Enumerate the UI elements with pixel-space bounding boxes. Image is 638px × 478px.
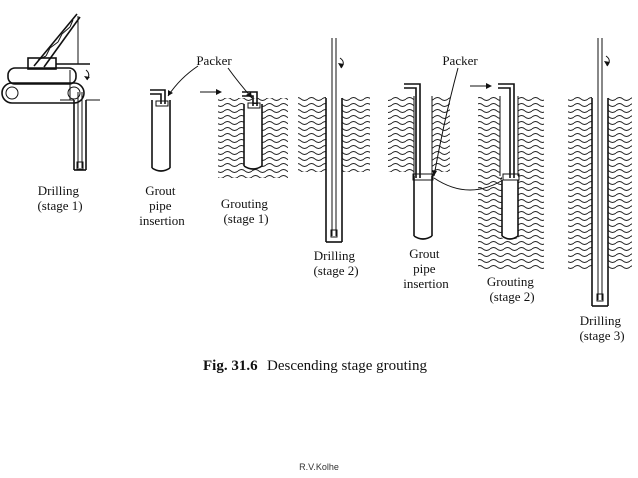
stage-label-drilling-2: Drilling (stage 2)	[313, 248, 358, 278]
stage-label-grouting-2: Grouting (stage 2)	[487, 274, 537, 304]
figure-number: Fig. 31.6	[203, 358, 258, 374]
grout-pipe-insertion-1	[150, 89, 171, 172]
borehole-stage-1	[60, 92, 100, 171]
stage-label-grouting-1: Grouting (stage 1)	[221, 196, 271, 226]
drilling-rig-icon	[1, 13, 90, 104]
stage-label-drilling-1: Drilling (stage 1)	[37, 183, 82, 213]
grouting-stage-1	[218, 91, 288, 178]
grout-pipe-insertion-2	[388, 83, 450, 240]
packer-label-left: Packer	[196, 53, 232, 68]
stage-label-grout-insertion-1: Grout pipe insertion	[139, 183, 185, 228]
borehole-stage-2	[298, 38, 370, 243]
author-footer: R.V.Kolhe	[299, 462, 339, 472]
stage-label-grout-insertion-2: Grout pipe insertion	[403, 246, 449, 291]
stage-label-drilling-3: Drilling (stage 3)	[579, 313, 624, 343]
packer-label-right: Packer	[442, 53, 478, 68]
borehole-stage-3	[568, 38, 632, 310]
grouting-stage-2	[478, 83, 544, 270]
figure-caption: Descending stage grouting	[267, 358, 427, 374]
